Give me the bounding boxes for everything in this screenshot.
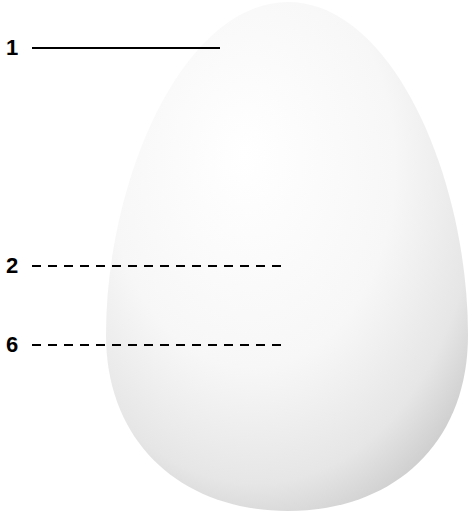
leader-line [32, 344, 286, 346]
egg-shell [106, 2, 468, 511]
leader-line [32, 265, 286, 267]
leader-line [32, 47, 220, 49]
callout-number: 6 [6, 332, 18, 358]
callout-number: 2 [6, 253, 18, 279]
callout-number: 1 [6, 35, 18, 61]
